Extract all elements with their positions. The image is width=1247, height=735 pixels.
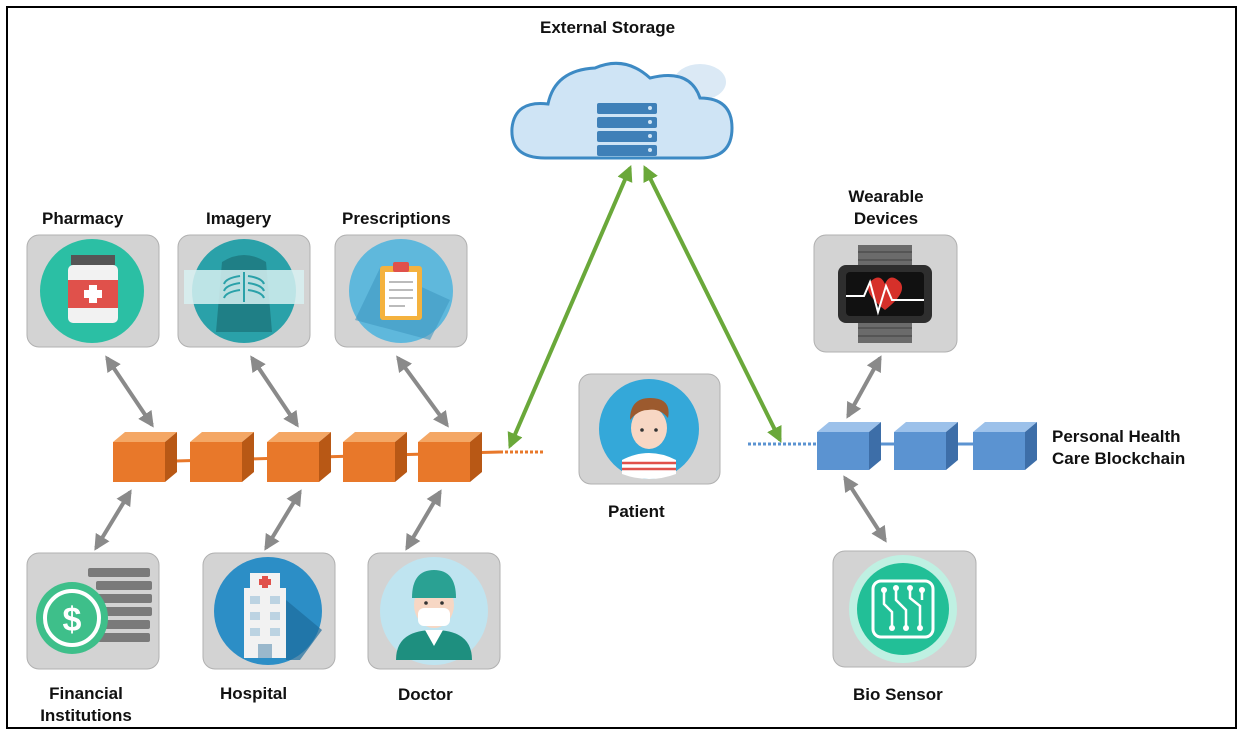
pill-bottle-icon bbox=[26, 234, 160, 348]
blue-block bbox=[817, 422, 881, 470]
smartwatch-heartbeat-icon bbox=[813, 234, 958, 353]
hospital-building-icon bbox=[202, 552, 336, 670]
personal-health-line2: Care Blockchain bbox=[1052, 449, 1186, 468]
orange-block bbox=[418, 432, 482, 482]
storage-link-left-arrow bbox=[507, 165, 633, 449]
circuit-chip-icon bbox=[832, 550, 977, 668]
clipboard-icon bbox=[334, 234, 468, 348]
financial-line2: Institutions bbox=[40, 706, 132, 725]
hospital-label: Hospital bbox=[220, 684, 288, 703]
bio-sensor-label: Bio Sensor bbox=[853, 685, 943, 704]
blue-block bbox=[894, 422, 958, 470]
orange-block bbox=[190, 432, 254, 482]
personal-health-blockchain-label: Personal Health Care Blockchain bbox=[1052, 426, 1185, 470]
wearable-devices-label: Wearable Devices bbox=[838, 186, 934, 230]
financial-institutions-label: Financial Institutions bbox=[26, 683, 146, 727]
patient-avatar-icon bbox=[578, 373, 721, 485]
personal-health-line1: Personal Health bbox=[1052, 427, 1181, 446]
orange-block bbox=[343, 432, 407, 482]
orange-block bbox=[113, 432, 177, 482]
surgeon-icon bbox=[367, 552, 501, 670]
cloud-server-icon bbox=[510, 61, 734, 160]
external-storage-label: External Storage bbox=[540, 18, 676, 37]
xray-chest-icon bbox=[177, 234, 311, 348]
dollar-coin-icon: $ bbox=[26, 552, 160, 670]
orange-block bbox=[267, 432, 331, 482]
patient-label: Patient bbox=[608, 502, 665, 521]
doctor-label: Doctor bbox=[398, 685, 453, 704]
pharmacy-label: Pharmacy bbox=[42, 209, 124, 228]
imagery-label: Imagery bbox=[206, 209, 272, 228]
blue-block bbox=[973, 422, 1037, 470]
prescriptions-label: Prescriptions bbox=[342, 209, 451, 228]
storage-link-right-arrow bbox=[643, 165, 782, 443]
diagram-frame bbox=[6, 6, 1237, 729]
blue-blockchain bbox=[748, 422, 1037, 470]
financial-line1: Financial bbox=[49, 684, 123, 703]
connector-arrows bbox=[94, 355, 887, 551]
wearable-devices-line2: Devices bbox=[853, 209, 919, 228]
orange-blockchain bbox=[113, 432, 545, 482]
wearable-devices-line1: Wearable bbox=[848, 187, 924, 206]
svg-text:$: $ bbox=[63, 601, 82, 639]
